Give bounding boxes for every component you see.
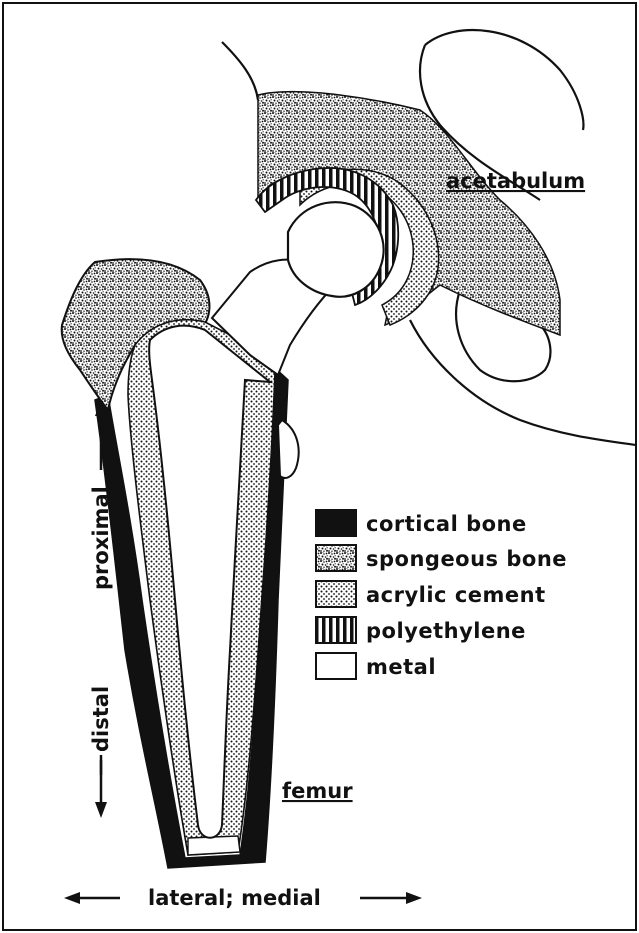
medial-arrow-head bbox=[406, 892, 422, 904]
lateral-medial-axis: lateral; medial bbox=[64, 886, 422, 910]
legend-label-cement: acrylic cement bbox=[366, 583, 546, 607]
legend-swatch-spongeous bbox=[316, 545, 356, 571]
distal-arrow-head bbox=[95, 802, 107, 818]
legend-swatch-cement bbox=[316, 581, 356, 607]
femur-distal-plug bbox=[188, 836, 240, 855]
legend-label-cortical: cortical bone bbox=[366, 512, 527, 536]
legend-label-spongeous: spongeous bone bbox=[366, 547, 567, 571]
lesser-trochanter bbox=[278, 420, 299, 478]
lateral-arrow-head bbox=[64, 892, 80, 904]
prosthesis-head bbox=[288, 202, 384, 297]
femur-label: femur bbox=[282, 779, 353, 803]
legend-label-polyethylene: polyethylene bbox=[366, 619, 526, 643]
acetabulum-label: acetabulum bbox=[446, 169, 585, 193]
lateral-medial-label: lateral; medial bbox=[148, 886, 321, 910]
distal-label: distal bbox=[89, 686, 113, 752]
legend-swatch-metal bbox=[316, 653, 356, 679]
legend: cortical bone spongeous bone acrylic cem… bbox=[316, 510, 567, 679]
legend-swatch-polyethylene bbox=[316, 617, 356, 643]
proximal-label: proximal bbox=[89, 486, 113, 590]
legend-swatch-cortical bbox=[316, 510, 356, 536]
legend-label-metal: metal bbox=[366, 655, 436, 679]
